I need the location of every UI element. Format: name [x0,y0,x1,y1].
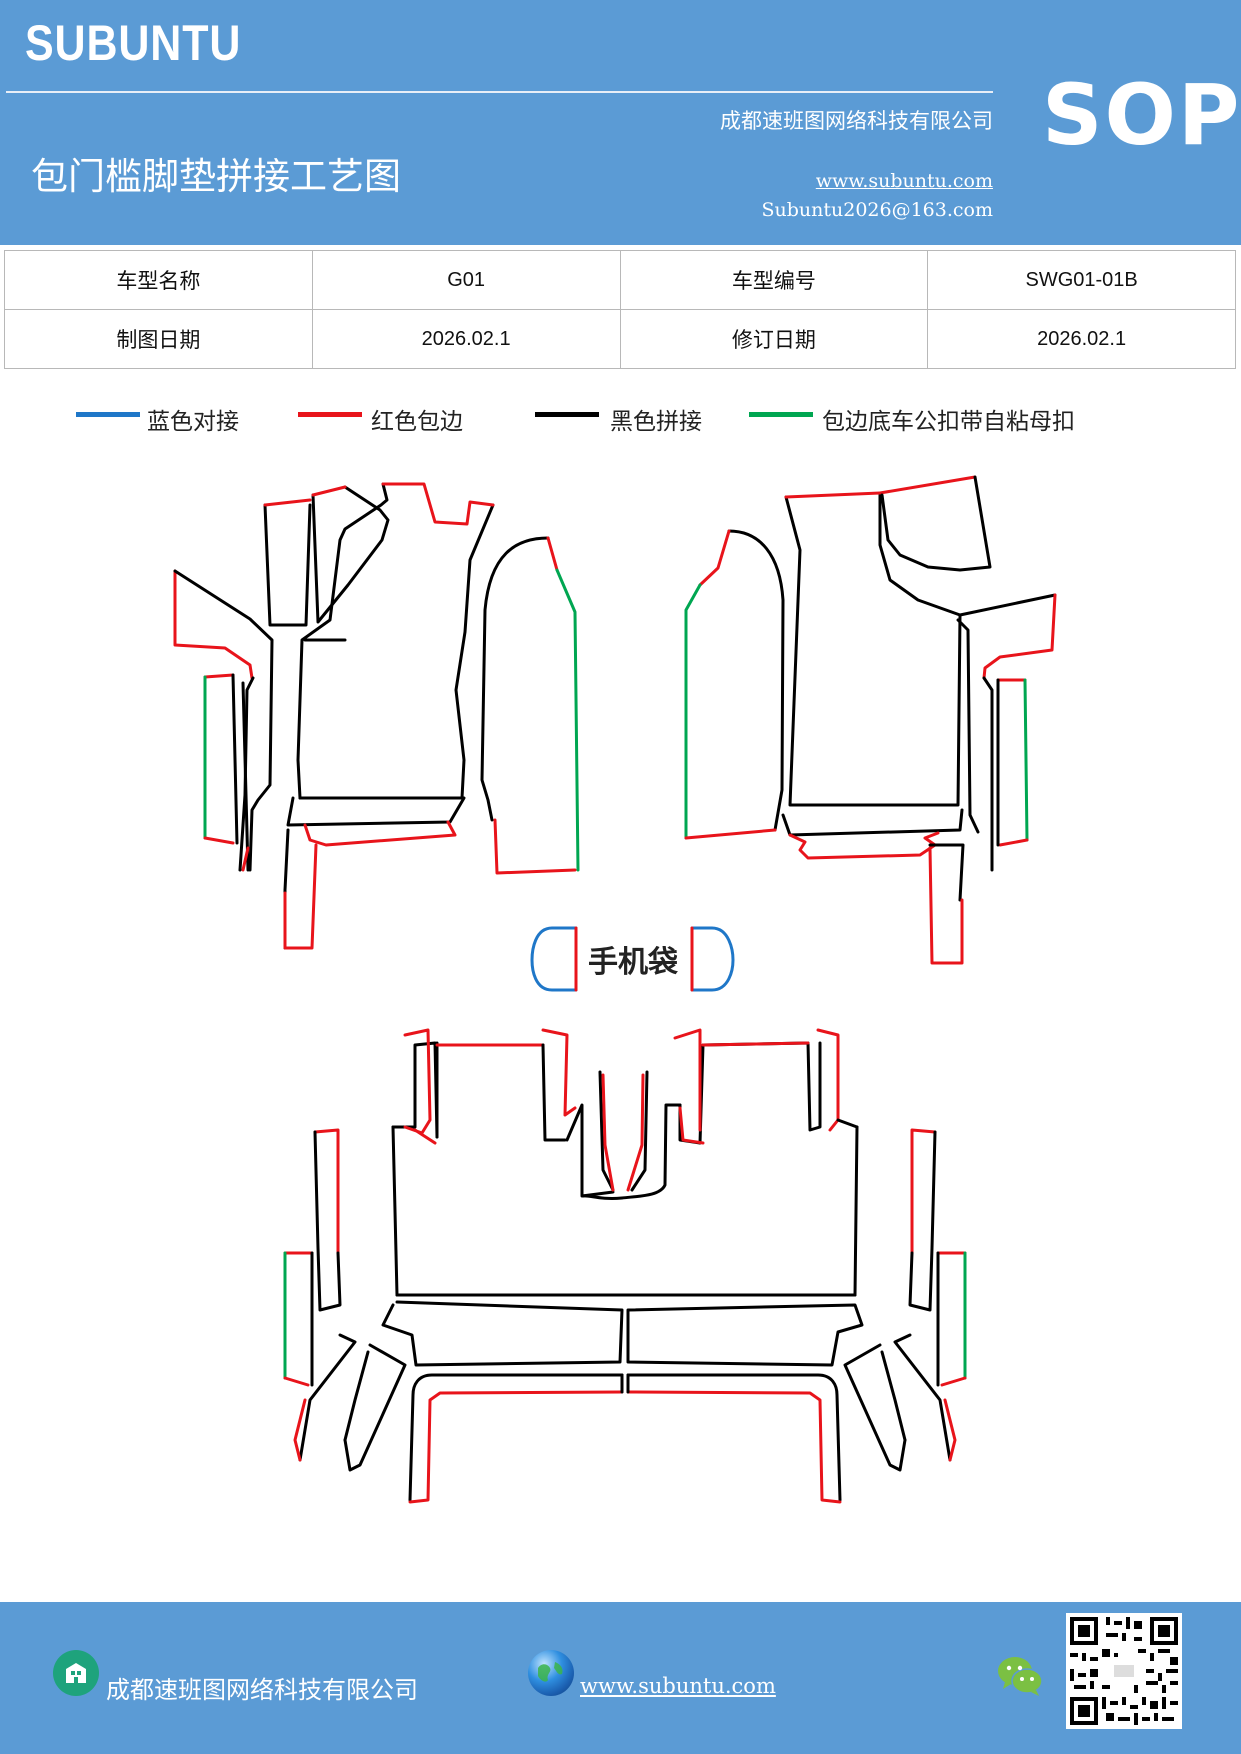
footer-company-name: 成都速班图网络科技有限公司 [106,1676,418,1704]
revise-date-label: 修订日期 [619,309,929,369]
legend-label: 黑色拼接 [610,409,702,435]
website-link[interactable]: www.subuntu.com [815,170,993,192]
draw-date-label: 制图日期 [4,309,313,369]
model-code-value: SWG01-01B [927,250,1236,310]
header-divider [6,91,993,93]
front-right-mat [684,475,1057,965]
building-icon [53,1650,99,1696]
phone-pocket-group: 手机袋 [530,926,735,992]
qr-code [1066,1613,1182,1729]
footer-banner: 成都速班图网络科技有限公司 www.subuntu.com [0,1602,1241,1754]
revise-date-value: 2026.02.1 [927,309,1236,369]
email-address: Subuntu2026@163.com [761,199,993,221]
model-code-label: 车型编号 [619,250,929,310]
legend-label: 包边底车公扣带自粘母扣 [822,409,1075,435]
globe-icon [528,1650,574,1696]
front-left-mat [173,482,580,950]
legend-swatch [298,412,362,417]
legend-label: 蓝色对接 [147,409,239,435]
model-name-label: 车型名称 [4,250,313,310]
wechat-icon[interactable] [996,1654,1044,1698]
table-row: 制图日期 2026.02.1 修订日期 2026.02.1 [4,309,1236,369]
phone-pocket-label: 手机袋 [588,945,678,980]
legend-label: 红色包边 [371,409,463,435]
table-row: 车型名称 G01 车型编号 SWG01-01B [4,250,1236,310]
info-table: 车型名称 G01 车型编号 SWG01-01B 制图日期 2026.02.1 修… [4,250,1236,369]
rear-mat [283,1028,967,1504]
draw-date-value: 2026.02.1 [311,309,621,369]
brand-logo: SUBUNTU [25,15,242,71]
legend-swatch [749,412,813,417]
floor-mat-diagram: 手机袋 [173,475,1057,1504]
legend-swatch [535,412,599,417]
sop-badge: SOP [1042,66,1241,164]
footer-website-link[interactable]: www.subuntu.com [580,1674,776,1698]
company-name: 成都速班图网络科技有限公司 [720,109,993,133]
legend-swatch [76,412,140,417]
document-title: 包门槛脚垫拼接工艺图 [31,155,401,198]
header-banner: SUBUNTU 包门槛脚垫拼接工艺图 成都速班图网络科技有限公司 www.sub… [0,0,1241,245]
model-name-value: G01 [311,250,621,310]
